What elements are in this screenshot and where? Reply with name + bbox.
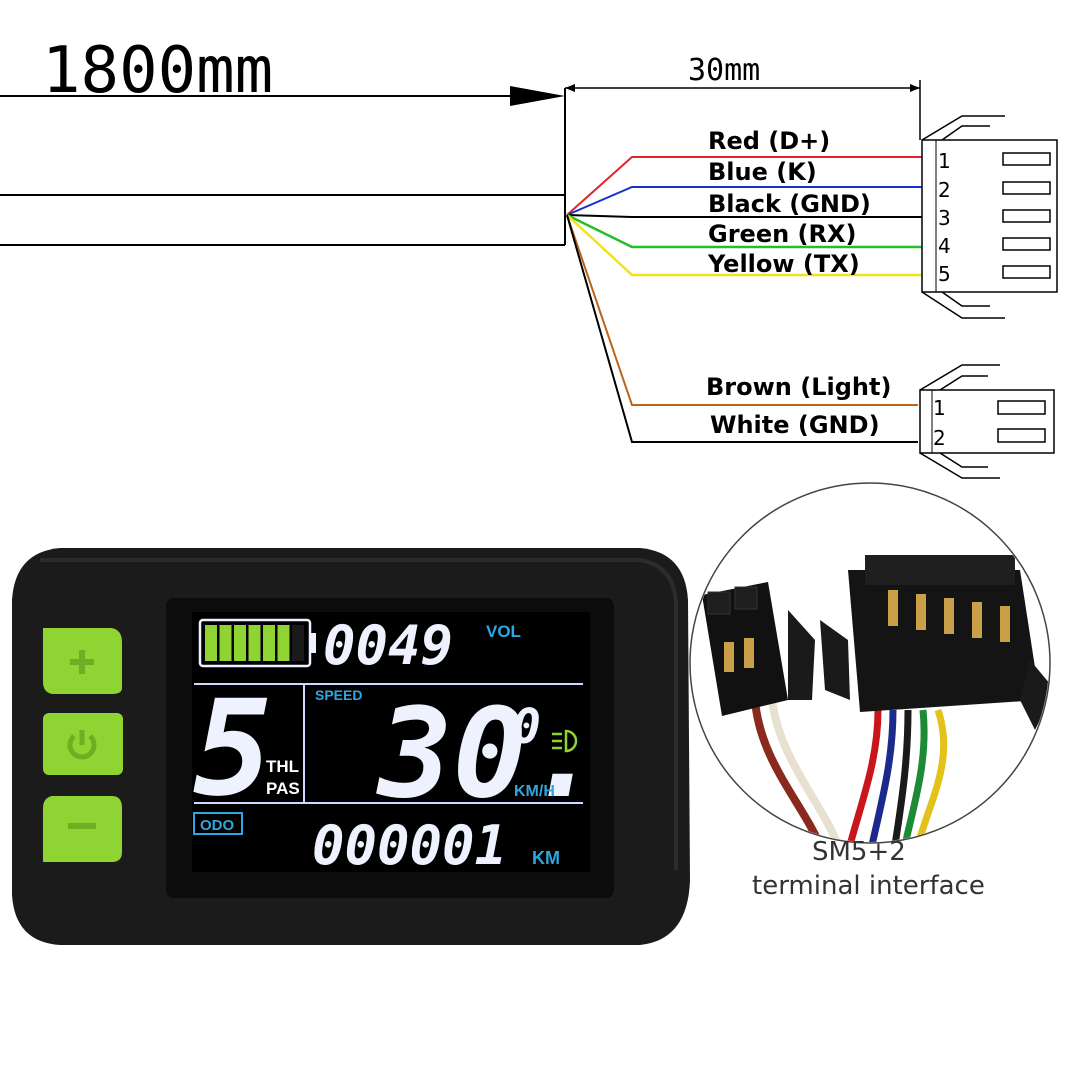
battery-cell (219, 625, 232, 661)
wire-label-red: Red (D+) (708, 127, 830, 155)
cable-length-label: 1800mm (42, 34, 273, 108)
minus-button[interactable] (43, 796, 122, 862)
speed-unit: KM/H (514, 783, 555, 800)
wires-2pin (566, 214, 918, 443)
connector-photo (689, 482, 1051, 844)
wire-label-black: Black (GND) (708, 190, 871, 218)
power-button[interactable] (43, 713, 123, 775)
wire-label-yellow: Yellow (TX) (707, 250, 860, 278)
battery-cell (263, 625, 275, 661)
odo-badge (193, 812, 243, 835)
wire-white (566, 214, 918, 443)
assist-level: 5 (193, 672, 272, 826)
wire-black (566, 214, 922, 218)
battery-cell (234, 625, 246, 661)
display-device: 0049 VOL 5 THL PAS SPEED 30. 0 KM/H ODO … (12, 548, 690, 945)
odo-value: 000001 (312, 814, 507, 877)
wire-blue (566, 186, 922, 216)
voltage-value: 0049 (323, 614, 453, 677)
headlight-icon (552, 729, 578, 753)
battery-cell (292, 625, 304, 661)
lead-length-label: 30mm (688, 53, 760, 88)
wire-label-brown: Brown (Light) (706, 373, 891, 401)
battery-icon (198, 618, 316, 668)
wires-5pin (566, 156, 922, 277)
battery-cell (277, 625, 290, 661)
pas-label: PAS (266, 779, 300, 798)
wire-label-green: Green (RX) (708, 220, 856, 248)
plus-button[interactable] (43, 628, 122, 694)
battery-cell (248, 625, 261, 661)
pin-2p-2: 2 (933, 426, 946, 450)
wire-label-blue: Blue (K) (708, 158, 817, 186)
wire-green (566, 213, 922, 249)
wire-yellow (566, 214, 922, 277)
power-icon (67, 730, 97, 760)
odo-unit: KM (532, 848, 560, 868)
pin-5: 5 (938, 262, 951, 286)
pin-2p-1: 1 (933, 396, 946, 420)
speed-label: SPEED (315, 687, 362, 703)
connector-2pin (919, 364, 1055, 479)
wire-brown (566, 214, 918, 406)
odo-label: ODO (200, 817, 235, 834)
thl-label: THL (266, 757, 299, 776)
cable (0, 80, 921, 246)
connector-5pin (921, 115, 1058, 319)
pin-4: 4 (938, 234, 951, 258)
speed-value: 30. (376, 682, 602, 826)
pin-1: 1 (938, 149, 951, 173)
pin-2: 2 (938, 178, 951, 202)
minus-icon (68, 823, 96, 829)
plus-icon (70, 650, 94, 674)
arrow-right-icon (510, 86, 565, 106)
wire-red (566, 156, 922, 216)
speed-decimal: 0 (512, 699, 541, 755)
caption-line1: SM5+2 (812, 837, 906, 867)
caption-line2: terminal interface (752, 871, 985, 901)
wire-label-white: White (GND) (710, 411, 880, 439)
pin-3: 3 (938, 206, 951, 230)
voltage-label: VOL (486, 622, 521, 641)
battery-cell (205, 625, 217, 661)
